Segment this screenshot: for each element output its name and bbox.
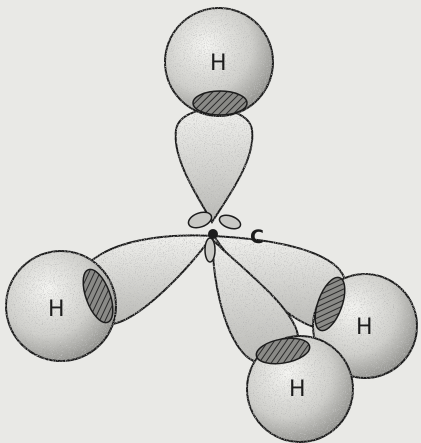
carbon-nucleus [208, 229, 218, 239]
hydrogen-label-bottom: H [289, 377, 306, 402]
carbon-label: C [250, 226, 264, 248]
hydrogen-label-top: H [210, 51, 227, 76]
carbon-back-lobe-3 [205, 238, 215, 262]
overlap-region-top [193, 91, 247, 115]
hydrogen-label-left: H [48, 297, 65, 322]
hydrogen-label-right: H [356, 315, 373, 340]
